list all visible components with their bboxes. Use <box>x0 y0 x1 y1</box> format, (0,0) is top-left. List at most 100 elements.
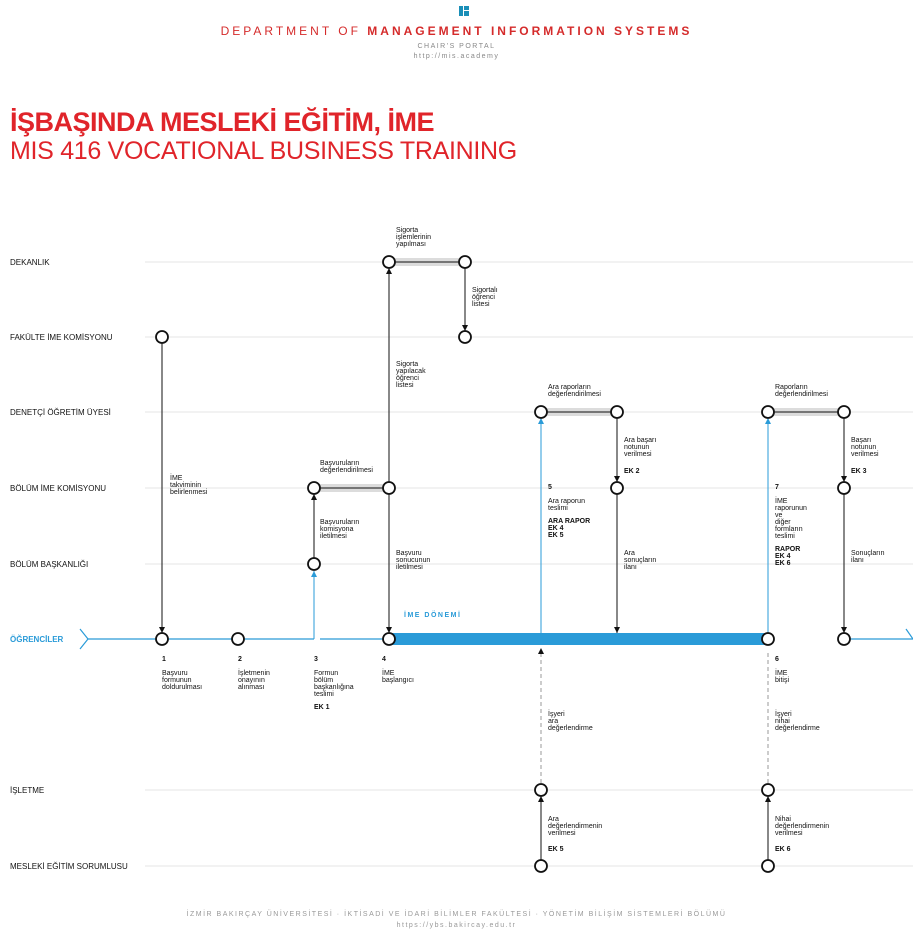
annotation-text: listesi <box>472 301 490 308</box>
process-node <box>610 481 624 495</box>
process-node <box>231 632 245 646</box>
process-node <box>610 405 624 419</box>
step-description: alınması <box>238 684 265 691</box>
lane-label-dekanlik: DEKANLIK <box>10 258 50 267</box>
annotation-text: Ara <box>624 550 635 557</box>
arrowhead <box>538 418 544 424</box>
annotation-text: sonucunun <box>396 557 430 564</box>
process-node <box>458 330 472 344</box>
step-description: formunun <box>162 677 192 684</box>
step-number: 1 <box>162 656 166 663</box>
annotation-text: Raporların <box>775 384 808 391</box>
annotation-text: verilmesi <box>775 830 803 837</box>
logo-icon <box>459 6 469 16</box>
annotation-text: verilmesi <box>851 451 879 458</box>
lane-label-bolumkom: BÖLÜM İME KOMİSYONU <box>10 484 106 493</box>
step-description: İME <box>775 668 788 677</box>
annotation-text: değerlendirilmesi <box>548 391 601 398</box>
annotation-text: değerlendirilmesi <box>775 391 828 398</box>
annotation-text: Sonuçların <box>851 550 885 557</box>
annotation-text: öğrenci <box>472 294 495 301</box>
form-ref: EK 2 <box>624 468 640 475</box>
footer-institution: İZMİR BAKIRÇAY ÜNİVERSİTESİ · İKTİSADİ V… <box>186 911 727 918</box>
step-description: teslimi <box>314 691 334 698</box>
annotation-text: İME <box>170 473 183 482</box>
annotation-text: Ara başarı <box>624 437 656 444</box>
annotation-text: yapılacak <box>396 368 426 375</box>
annotation-text: Başvuruların <box>320 519 359 526</box>
step-description: bitişi <box>775 677 789 684</box>
annotation-text: belirlenmesi <box>170 489 208 496</box>
arrowhead <box>311 571 317 577</box>
annotation-text: Sigortalı <box>472 287 498 294</box>
lane-label-baskan: BÖLÜM BAŞKANLIĞI <box>10 560 88 569</box>
annotation-text: iletilmesi <box>320 533 347 540</box>
annotation-text: değerlendirme <box>775 725 820 732</box>
process-node <box>761 632 775 646</box>
arrowhead <box>841 476 847 482</box>
ime-period-bar <box>389 633 768 645</box>
step-description: İME <box>775 496 788 505</box>
lane-label-isletme: İŞLETME <box>10 786 44 795</box>
form-ref: EK 4 <box>775 553 791 560</box>
annotation-text: takviminin <box>170 482 201 489</box>
annotation-text: değerlendirme <box>548 725 593 732</box>
end-chevron-icon <box>905 628 913 640</box>
process-node <box>837 405 851 419</box>
form-ref: EK 5 <box>548 846 564 853</box>
process-node <box>837 632 851 646</box>
form-ref: EK 5 <box>548 532 564 539</box>
annotation-text: nihai <box>775 718 790 725</box>
step-description: bölüm <box>314 677 333 684</box>
annotation-text: verilmesi <box>624 451 652 458</box>
department-name: DEPARTMENT OF MANAGEMENT INFORMATION SYS… <box>220 24 693 38</box>
arrowhead <box>386 268 392 274</box>
annotation-text: İşyeri <box>548 709 565 718</box>
arrowhead <box>538 796 544 802</box>
annotation-text: sonuçların <box>624 557 656 564</box>
annotation-text: Başvuru <box>396 550 422 557</box>
annotation-text: değerlendirmenin <box>548 823 602 830</box>
annotation-text: notunun <box>624 444 649 451</box>
process-node <box>534 783 548 797</box>
process-node <box>837 481 851 495</box>
step-description: başkanlığına <box>314 684 354 691</box>
annotation-text: işlemlerinin <box>396 234 431 241</box>
annotation-text: değerlendirmenin <box>775 823 829 830</box>
process-node <box>307 481 321 495</box>
arrowhead <box>614 476 620 482</box>
annotation-text: Başarı <box>851 437 871 444</box>
annotation-text: notunun <box>851 444 876 451</box>
step-number: 3 <box>314 656 318 663</box>
process-node <box>382 481 396 495</box>
arrowhead <box>159 627 165 633</box>
annotation-text: listesi <box>396 382 414 389</box>
start-chevron-icon <box>79 628 89 650</box>
form-ref: EK 3 <box>851 468 867 475</box>
step-number: 7 <box>775 484 779 491</box>
footer-url[interactable]: https://ybs.bakircay.edu.tr <box>396 922 517 929</box>
step-description: Formun <box>314 670 338 677</box>
page-title: İŞBAŞINDA MESLEKİ EĞİTİM, İME <box>10 107 435 137</box>
arrowhead <box>614 627 620 633</box>
process-node <box>382 632 396 646</box>
step-description: Ara raporun <box>548 498 585 505</box>
annotation-text: komisyona <box>320 526 354 533</box>
step-description: diğer <box>775 519 791 526</box>
step-description: teslimi <box>548 505 568 512</box>
process-node <box>382 255 396 269</box>
process-node <box>307 557 321 571</box>
annotation-text: Nihai <box>775 816 791 823</box>
annotation-text: değerlendirilmesi <box>320 467 373 474</box>
form-ref: EK 6 <box>775 560 791 567</box>
form-ref: EK 1 <box>314 704 330 711</box>
process-node <box>155 330 169 344</box>
step-description: teslimi <box>775 533 795 540</box>
portal-url[interactable]: http://mis.academy <box>413 53 500 60</box>
arrowhead <box>386 627 392 633</box>
annotation-text: Ara raporların <box>548 384 591 391</box>
lane-label-sorumlu: MESLEKİ EĞİTİM SORUMLUSU <box>10 862 128 871</box>
step-description: formların <box>775 526 803 533</box>
annotation-text: Sigorta <box>396 227 418 234</box>
step-description: İME <box>382 668 395 677</box>
